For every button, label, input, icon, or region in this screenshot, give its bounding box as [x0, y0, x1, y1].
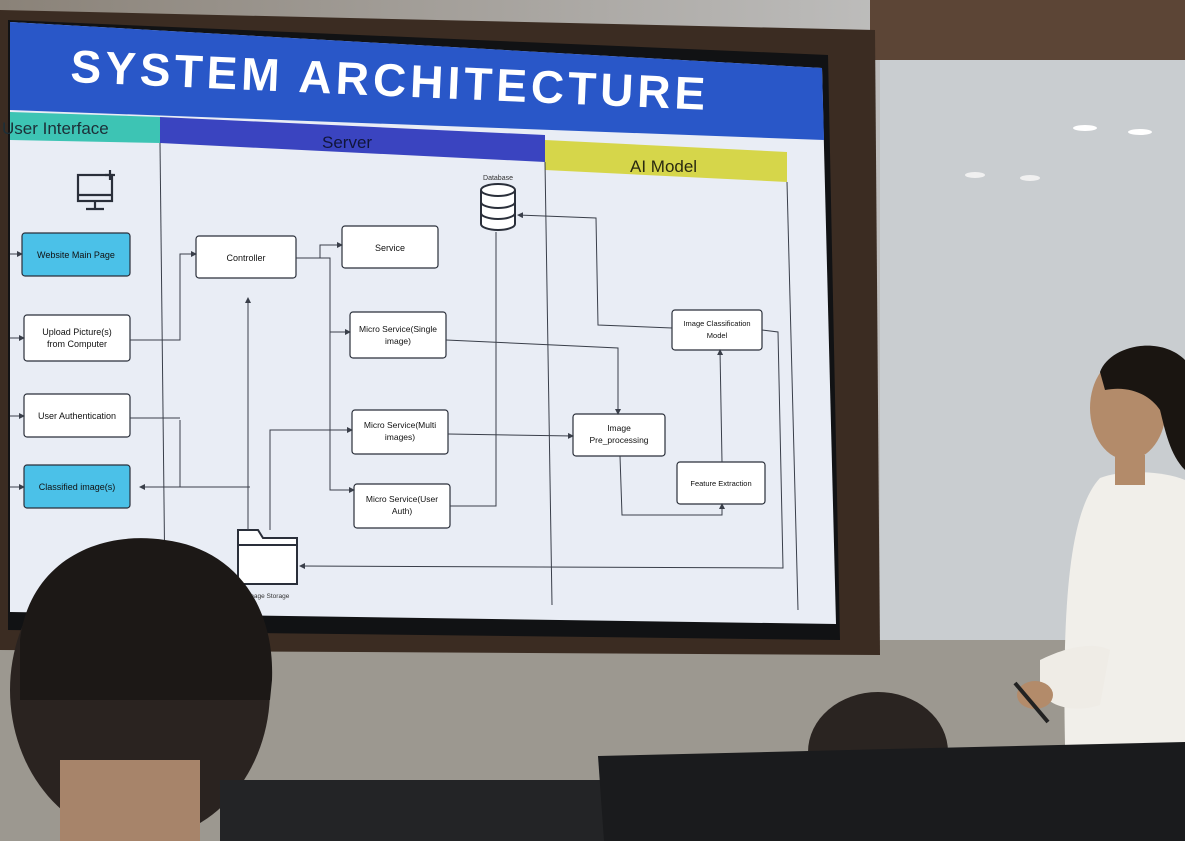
node-label: image)	[385, 336, 411, 346]
node-label: from Computer	[47, 339, 107, 349]
database-label: Database	[483, 175, 513, 182]
folder-icon	[237, 529, 298, 585]
ceiling-light	[1073, 125, 1097, 131]
node-label: User Authentication	[38, 411, 116, 421]
node-controller	[195, 235, 297, 279]
lane-header-server	[160, 117, 545, 162]
ceiling-light	[1128, 129, 1152, 135]
monitor-back-foreground	[598, 742, 1185, 841]
database-icon	[480, 183, 516, 231]
monitor-icon	[76, 170, 115, 211]
presenter-person	[1013, 345, 1185, 745]
node-label: Model	[707, 331, 728, 340]
lane-label-ui: User Interface	[2, 119, 109, 138]
wood-ceiling	[870, 0, 1185, 60]
ceiling-light	[965, 172, 985, 178]
lane-header-ai	[545, 140, 787, 182]
presentation-remote	[1013, 681, 1050, 724]
node-label: Auth)	[392, 506, 412, 516]
node-label: Controller	[226, 253, 265, 263]
node-label: Image Classification	[683, 319, 750, 328]
node-label: Website Main Page	[37, 250, 115, 260]
chair-back	[220, 780, 610, 841]
lane-divider	[159, 142, 166, 591]
node-image-classification-model	[671, 309, 763, 351]
audience-head-left	[10, 538, 273, 841]
node-label: Micro Service(Multi	[364, 420, 436, 430]
lane-divider	[544, 161, 553, 606]
node-upload-pictures	[23, 314, 131, 362]
node-label: Classified image(s)	[39, 482, 116, 492]
ceiling-light	[1020, 175, 1040, 181]
node-label: images)	[385, 432, 415, 442]
node-label: Pre_processing	[589, 435, 648, 445]
title-bar	[10, 22, 824, 140]
lane-label-ai: AI Model	[630, 157, 697, 176]
lane-divider	[786, 181, 799, 611]
lane-header-ui	[10, 112, 160, 143]
node-label: Micro Service(User	[366, 494, 438, 504]
node-label: Service	[375, 243, 405, 253]
connector-lines	[10, 212, 784, 570]
node-label: Upload Picture(s)	[42, 327, 112, 337]
node-label: Micro Service(Single	[359, 324, 437, 334]
node-micro-service-single	[349, 311, 447, 359]
node-label: Image	[607, 423, 631, 433]
node-label: Feature Extraction	[690, 479, 751, 488]
lane-label-server: Server	[322, 133, 372, 152]
image-storage-label: Image Storage	[247, 593, 290, 600]
